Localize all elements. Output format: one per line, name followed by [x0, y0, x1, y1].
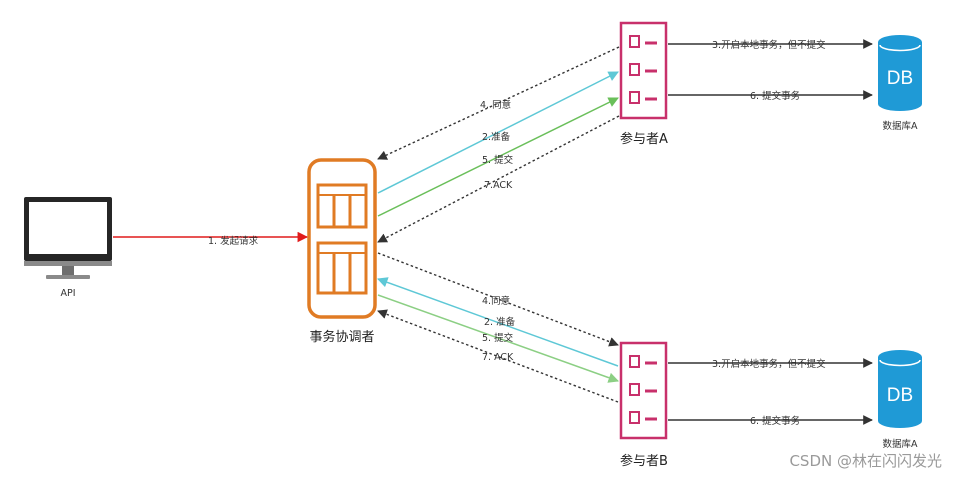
- coordinator-node: 事务协调者: [307, 158, 377, 345]
- edge-a-commit: [377, 97, 619, 217]
- edge-b-db-commit-label: 6. 提交事务: [750, 415, 801, 427]
- watermark: CSDN @林在闪闪发光: [789, 452, 942, 470]
- participant-a-label: 参与者A: [620, 131, 668, 147]
- checklist-icon: [619, 21, 668, 120]
- edge-a-db-commit-label: 6. 提交事务: [750, 90, 801, 102]
- edge-api-request-label: 1. 发起请求: [208, 235, 259, 247]
- edge-b-agree-label: 4.同意: [482, 295, 510, 307]
- database-b-label: 数据库A: [883, 438, 919, 450]
- db-b-icon-text: DB: [887, 385, 913, 406]
- edge-a-prepare-label: 2.准备: [482, 131, 511, 143]
- database-cylinder-icon: DB: [878, 35, 922, 111]
- database-a-node: DB 数据库A: [878, 35, 922, 132]
- participant-b-label: 参与者B: [620, 453, 668, 469]
- edge-b-db-begin-label: 3.开启本地事务，但不提交: [712, 358, 826, 370]
- edge-a-ack-label: 7.ACK: [484, 180, 513, 191]
- edge-b-prepare: [377, 277, 619, 367]
- participant-b-node: 参与者B: [619, 341, 668, 469]
- checklist-icon: [619, 341, 668, 440]
- edge-b-prepare-label: 2. 准备: [484, 316, 516, 328]
- server-rack-icon: [307, 158, 377, 319]
- edge-a-agree-label: 4. 同意: [480, 99, 511, 111]
- edge-a-commit-label: 5. 提交: [482, 154, 514, 166]
- edge-a-agree: [377, 46, 620, 160]
- database-cylinder-icon: DB: [878, 350, 922, 428]
- edge-a-prepare: [377, 71, 619, 194]
- coordinator-label: 事务协调者: [309, 329, 374, 345]
- api-label: API: [60, 288, 75, 299]
- edge-b-ack-label: 7. ACK: [482, 352, 514, 363]
- edge-b-commit-label: 5. 提交: [482, 332, 514, 344]
- monitor-icon: [24, 197, 112, 279]
- database-a-label: 数据库A: [883, 120, 919, 132]
- edge-a-db-begin-label: 3.开启本地事务，但不提交: [712, 39, 826, 51]
- db-a-icon-text: DB: [887, 68, 913, 89]
- api-node: API: [24, 197, 112, 299]
- participant-a-node: 参与者A: [619, 21, 668, 147]
- database-b-node: DB 数据库A: [878, 350, 922, 450]
- edge-a-ack: [377, 115, 620, 243]
- edge-b-commit: [377, 294, 619, 383]
